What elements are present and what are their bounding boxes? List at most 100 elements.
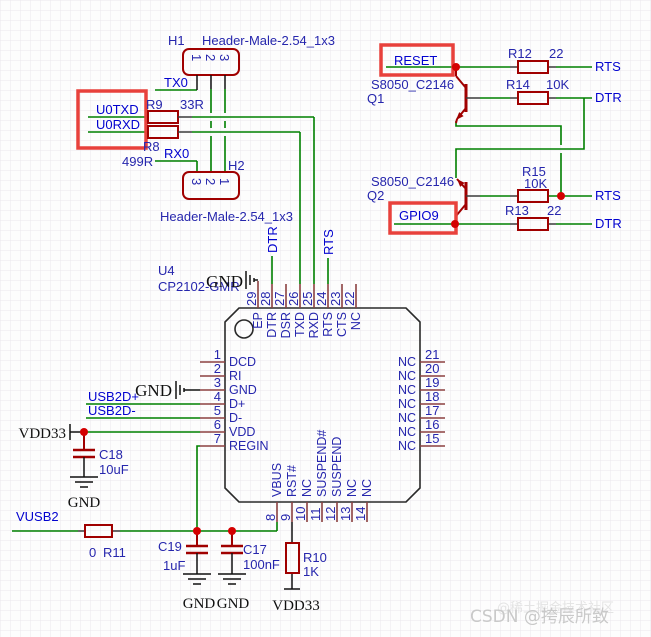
header-h2: H2 3 2 1 Header-Male-2.54_1x3 — [160, 158, 293, 224]
r12-value: 22 — [549, 46, 563, 61]
u4-pin-name: REGIN — [229, 439, 269, 453]
r14-body — [517, 91, 549, 105]
u4-pin-num: 2 — [214, 361, 221, 376]
u4-pin-num: 5 — [214, 403, 221, 418]
h1-part: Header-Male-2.54_1x3 — [202, 33, 335, 48]
u4-left-stubs — [200, 361, 225, 447]
u4-pin-num: 11 — [308, 508, 323, 522]
u4-pin-num: 26 — [286, 292, 301, 306]
r15-ref: R15 — [522, 164, 546, 179]
highlight-box-uart — [76, 89, 148, 150]
u4-pin-num: 13 — [338, 507, 353, 521]
r12-body — [517, 60, 549, 74]
u4-pin1-marker — [234, 319, 254, 339]
r13-body — [517, 217, 549, 231]
u4-pin-name: EP — [251, 312, 265, 329]
wire — [455, 98, 585, 178]
gnd-symbol-pin3: GND — [135, 381, 200, 400]
u4-pin-name: VBUS — [270, 463, 284, 497]
u4-pin-name: NC — [360, 479, 374, 497]
net-label-dtr-2: DTR — [595, 216, 622, 231]
u4-pin-num: 7 — [214, 431, 221, 446]
c19-value: 1uF — [163, 558, 185, 573]
h2-pin-3: 3 — [189, 178, 204, 185]
u4-part: CP2102-GMR — [158, 279, 240, 294]
u4-pin-num: 29 — [244, 292, 259, 306]
c18-ref: C18 — [99, 447, 123, 462]
u4-pin-name: CTS — [335, 312, 349, 337]
u4-pin-name: NC — [345, 479, 359, 497]
r15-value: 10K — [524, 176, 547, 191]
u4-pin-num: 8 — [263, 514, 278, 521]
r8-ref: R8 — [143, 139, 160, 154]
resistor-r13: R13 22 — [505, 203, 561, 231]
resistor-r10: R10 1K VDD33 — [272, 522, 327, 614]
u4-pin-num: 15 — [425, 431, 439, 446]
h2-pin-2: 2 — [203, 178, 218, 185]
c17-ref: C17 — [243, 542, 267, 557]
u4-pin-name: NC — [398, 383, 416, 397]
q1-emitter — [455, 118, 458, 124]
resistor-r11: 0 R11 — [78, 524, 126, 560]
vdd33-label: VDD33 — [272, 598, 320, 614]
net-label-u0txd: U0TXD — [96, 102, 139, 117]
u4-pin-name: DTR — [265, 312, 279, 338]
net-label-u0rxd: U0RXD — [96, 117, 140, 132]
wire — [455, 121, 562, 145]
highlight-box-gpio9 — [388, 201, 458, 235]
u4-pin-num: 28 — [258, 292, 273, 306]
net-label-gpio9: GPIO9 — [399, 208, 439, 223]
u4-pin-name: RI — [229, 369, 242, 383]
gnd-symbol-ep: GND — [206, 271, 258, 291]
u4-pin-num: 4 — [214, 389, 221, 404]
net-wires — [12, 66, 592, 532]
r9-ref: R9 — [146, 97, 163, 112]
highlight-box-reset — [379, 43, 455, 77]
h2-body — [182, 171, 240, 200]
r9-value: 33R — [180, 97, 204, 112]
r14-value: 10K — [546, 77, 569, 92]
u4-right-stubs — [420, 361, 445, 447]
u4-pin-name: DSR — [279, 312, 293, 338]
u4-pin-name: NC — [398, 439, 416, 453]
u4-bottom-stubs — [276, 502, 368, 522]
gnd-label: GND — [217, 596, 250, 612]
r10-value: 1K — [303, 564, 319, 579]
u4-pin-name: NC — [398, 355, 416, 369]
net-label-dtr-1: DTR — [595, 90, 622, 105]
r13-value: 22 — [547, 203, 561, 218]
r14-ref: R14 — [506, 77, 530, 92]
u4-pin-name: SUSPEND# — [315, 430, 329, 497]
u4-pin-name: VDD — [229, 425, 255, 439]
junction — [451, 220, 459, 228]
u4-pin-name: NC — [398, 425, 416, 439]
watermark-overlay: @稀土掘金技术社区 — [497, 600, 614, 616]
u4-pin-num: 20 — [425, 361, 439, 376]
capacitor-c18: C18 10uF GND — [68, 432, 129, 511]
u4-pin-name: NC — [398, 369, 416, 383]
net-label-vusb2: VUSB2 — [16, 509, 59, 524]
q1-part: S8050_C2146 — [371, 77, 454, 92]
resistor-r8: R8 499R — [122, 125, 192, 169]
u0txd-u0rxd-labels: U0TXD U0RXD — [96, 102, 140, 132]
junction — [452, 63, 460, 71]
h1-pin-3: 3 — [217, 54, 232, 61]
net-label-rx0: RX0 — [164, 146, 189, 161]
h2-pin-1: 1 — [217, 178, 232, 185]
gnd-label: GND — [183, 596, 216, 612]
q1-collector — [455, 75, 467, 89]
transistor-q1: S8050_C2146 Q1 — [367, 67, 480, 124]
resistor-r12: R12 22 — [508, 46, 563, 74]
u4-pin-num: 23 — [328, 292, 343, 306]
capacitor-c17: C17 100nF GND — [217, 531, 280, 612]
u4-pin-num: 3 — [214, 375, 221, 390]
u4-pin-num: 1 — [214, 347, 221, 362]
u4-pin-name: TXD — [293, 312, 307, 337]
h1-ref: H1 — [168, 33, 185, 48]
resistor-r9: R9 33R — [146, 97, 204, 124]
u4-pin-name: NC — [398, 411, 416, 425]
q2-part: S8050_C2146 — [371, 174, 454, 189]
u4-pin-name: DCD — [229, 355, 256, 369]
